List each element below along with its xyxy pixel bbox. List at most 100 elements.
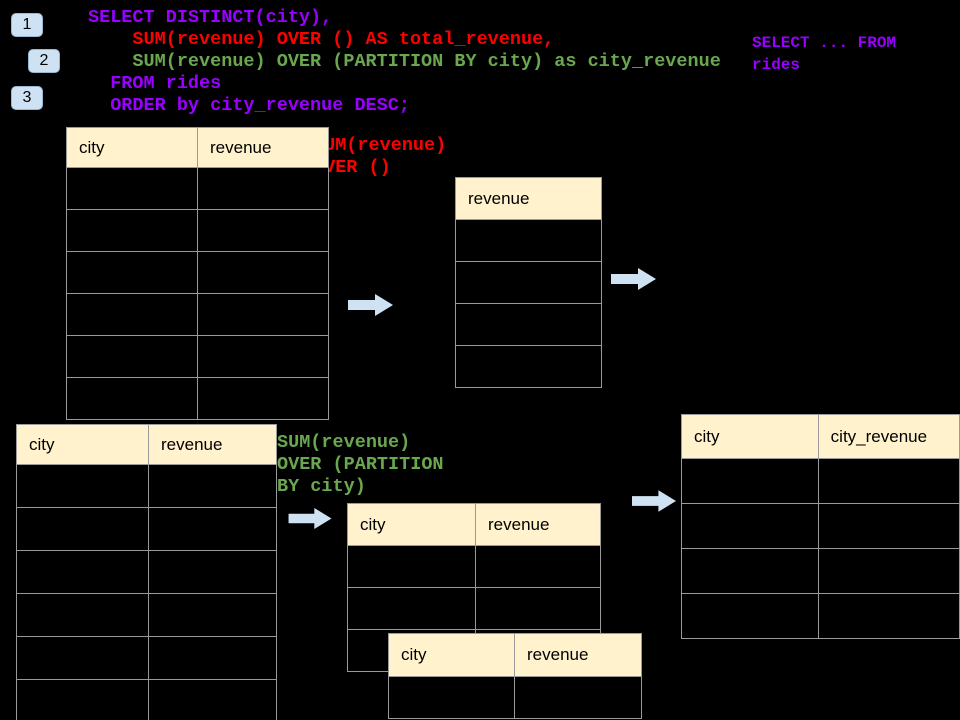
- column-header-revenue: revenue: [197, 127, 329, 168]
- partition-table-front: city revenue: [388, 633, 642, 719]
- table-cell: [197, 293, 329, 336]
- table-cell: [455, 345, 602, 388]
- table-row: [16, 507, 277, 551]
- table-cell: [817, 458, 960, 504]
- column-header-city: city: [388, 633, 515, 677]
- total-revenue-result-table: revenue: [455, 177, 602, 388]
- table-cell: [148, 550, 277, 594]
- from-clause-note-line1: SELECT ... FROM: [752, 34, 897, 52]
- table-row: [16, 636, 277, 680]
- table-cell: [66, 209, 198, 252]
- total-annotation-line1: SUM(revenue): [313, 135, 447, 156]
- column-header-revenue: revenue: [455, 177, 602, 220]
- table-row: [16, 679, 277, 720]
- table-cell: [148, 593, 277, 637]
- column-header-city: city: [16, 424, 149, 465]
- table-cell: [197, 209, 329, 252]
- table-cell: [66, 377, 198, 420]
- column-header-city: city: [347, 503, 476, 546]
- header-row: revenue: [455, 177, 602, 220]
- table-row: [66, 167, 329, 210]
- table-row: [66, 335, 329, 378]
- table-cell: [455, 261, 602, 304]
- header-row: city revenue: [388, 633, 642, 677]
- table-cell: [388, 676, 515, 719]
- table-cell: [347, 545, 476, 588]
- flow-arrow-right-icon: [288, 508, 332, 529]
- table-cell: [197, 251, 329, 294]
- table-cell: [455, 219, 602, 262]
- column-header-city-revenue: city_revenue: [817, 414, 960, 459]
- sql-code-block: SELECT DISTINCT(city), SUM(revenue) OVER…: [88, 7, 721, 117]
- table-row: [681, 593, 960, 639]
- step-badge-3: 3: [11, 86, 43, 110]
- table-row: [681, 548, 960, 594]
- table-row: [347, 545, 601, 588]
- column-header-city: city: [66, 127, 198, 168]
- table-cell: [16, 550, 149, 594]
- header-row: city revenue: [66, 127, 329, 168]
- table-row: [681, 458, 960, 504]
- table-cell: [66, 167, 198, 210]
- table-cell: [16, 679, 149, 720]
- from-clause-note: SELECT ... FROM rides: [752, 32, 896, 76]
- table-cell: [197, 335, 329, 378]
- table-row: [66, 293, 329, 336]
- partition-annotation-line2: OVER (PARTITION: [277, 454, 444, 475]
- table-cell: [148, 464, 277, 508]
- from-clause-note-line2: rides: [752, 56, 801, 74]
- partition-annotation-line3: BY city): [277, 476, 366, 497]
- header-row: city revenue: [347, 503, 601, 546]
- table-cell: [66, 293, 198, 336]
- sql-line-total-revenue: SUM(revenue) OVER () AS total_revenue,: [88, 29, 555, 50]
- header-row: city revenue: [16, 424, 277, 465]
- table-cell: [475, 545, 601, 588]
- table-row: [455, 345, 602, 388]
- table-cell: [16, 507, 149, 551]
- table-cell: [681, 593, 819, 639]
- table-row: [66, 209, 329, 252]
- table-cell: [16, 593, 149, 637]
- table-row: [66, 377, 329, 420]
- table-cell: [817, 548, 960, 594]
- city-revenue-result-table: city city_revenue: [681, 414, 960, 639]
- source-table-top: city revenue: [66, 127, 329, 420]
- table-cell: [681, 458, 819, 504]
- column-header-city: city: [681, 414, 819, 459]
- column-header-revenue: revenue: [514, 633, 642, 677]
- table-cell: [347, 587, 476, 630]
- flow-arrow-right-icon: [632, 490, 677, 512]
- table-row: [681, 503, 960, 549]
- sql-line-order-by: ORDER by city_revenue DESC;: [88, 95, 410, 116]
- table-cell: [455, 303, 602, 346]
- table-row: [455, 303, 602, 346]
- table-cell: [681, 503, 819, 549]
- table-cell: [817, 503, 960, 549]
- table-row: [16, 464, 277, 508]
- table-row: [16, 550, 277, 594]
- header-row: city city_revenue: [681, 414, 960, 459]
- sql-line-city-revenue: SUM(revenue) OVER (PARTITION BY city) as…: [88, 51, 721, 72]
- source-table-bottom: city revenue: [16, 424, 277, 720]
- sql-line-select: SELECT DISTINCT(city),: [88, 7, 333, 28]
- table-row: [455, 219, 602, 262]
- table-cell: [817, 593, 960, 639]
- step-badge-2: 2: [28, 49, 60, 73]
- table-row: [347, 587, 601, 630]
- table-cell: [16, 464, 149, 508]
- sql-line-from: FROM rides: [88, 73, 222, 94]
- table-cell: [16, 636, 149, 680]
- table-cell: [148, 679, 277, 720]
- total-annotation-line2: OVER (): [313, 157, 391, 178]
- total-revenue-annotation: SUM(revenue)OVER (): [313, 135, 446, 179]
- table-cell: [475, 587, 601, 630]
- partition-annotation-line1: SUM(revenue): [277, 432, 411, 453]
- step-badge-1: 1: [11, 13, 43, 37]
- table-row: [16, 593, 277, 637]
- table-cell: [66, 335, 198, 378]
- table-cell: [681, 548, 819, 594]
- table-cell: [148, 636, 277, 680]
- table-cell: [148, 507, 277, 551]
